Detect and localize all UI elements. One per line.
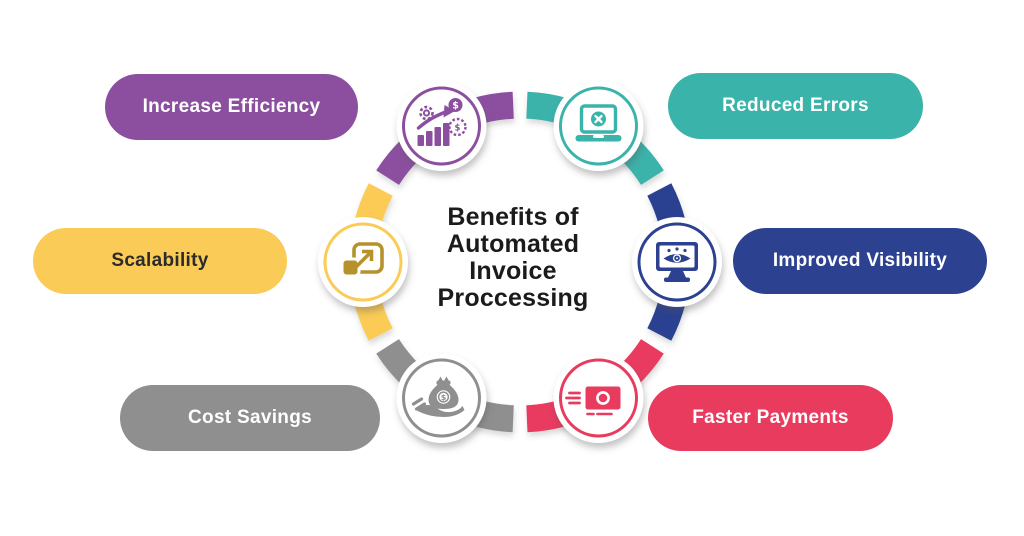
hand-money-bag-icon: $ <box>396 353 487 443</box>
growth-chart-gear-icon: $ $ <box>396 81 487 171</box>
benefit-pill-improved-visibility: Improved Visibility <box>733 228 987 294</box>
monitor-eye-icon <box>632 217 722 307</box>
benefit-pill-scalability: Scalability <box>33 228 287 294</box>
flying-banknote-icon <box>553 353 644 443</box>
coin-dollar-glyph: $ <box>455 123 461 133</box>
icon-ring <box>402 86 481 166</box>
benefit-pill-cost-savings: Cost Savings <box>120 385 380 451</box>
scale-expand-icon <box>318 217 408 307</box>
coin-dollar-glyph: $ <box>441 393 447 402</box>
benefit-pill-increase-efficiency: Increase Efficiency <box>105 74 358 140</box>
coin-dollar-glyph: $ <box>452 101 459 112</box>
benefit-pill-faster-payments: Faster Payments <box>648 385 893 451</box>
diagram-title: Benefits of Automated Invoice Proccessin… <box>437 203 589 312</box>
laptop-error-icon <box>553 81 644 171</box>
benefit-pill-reduced-errors: Reduced Errors <box>668 73 923 139</box>
